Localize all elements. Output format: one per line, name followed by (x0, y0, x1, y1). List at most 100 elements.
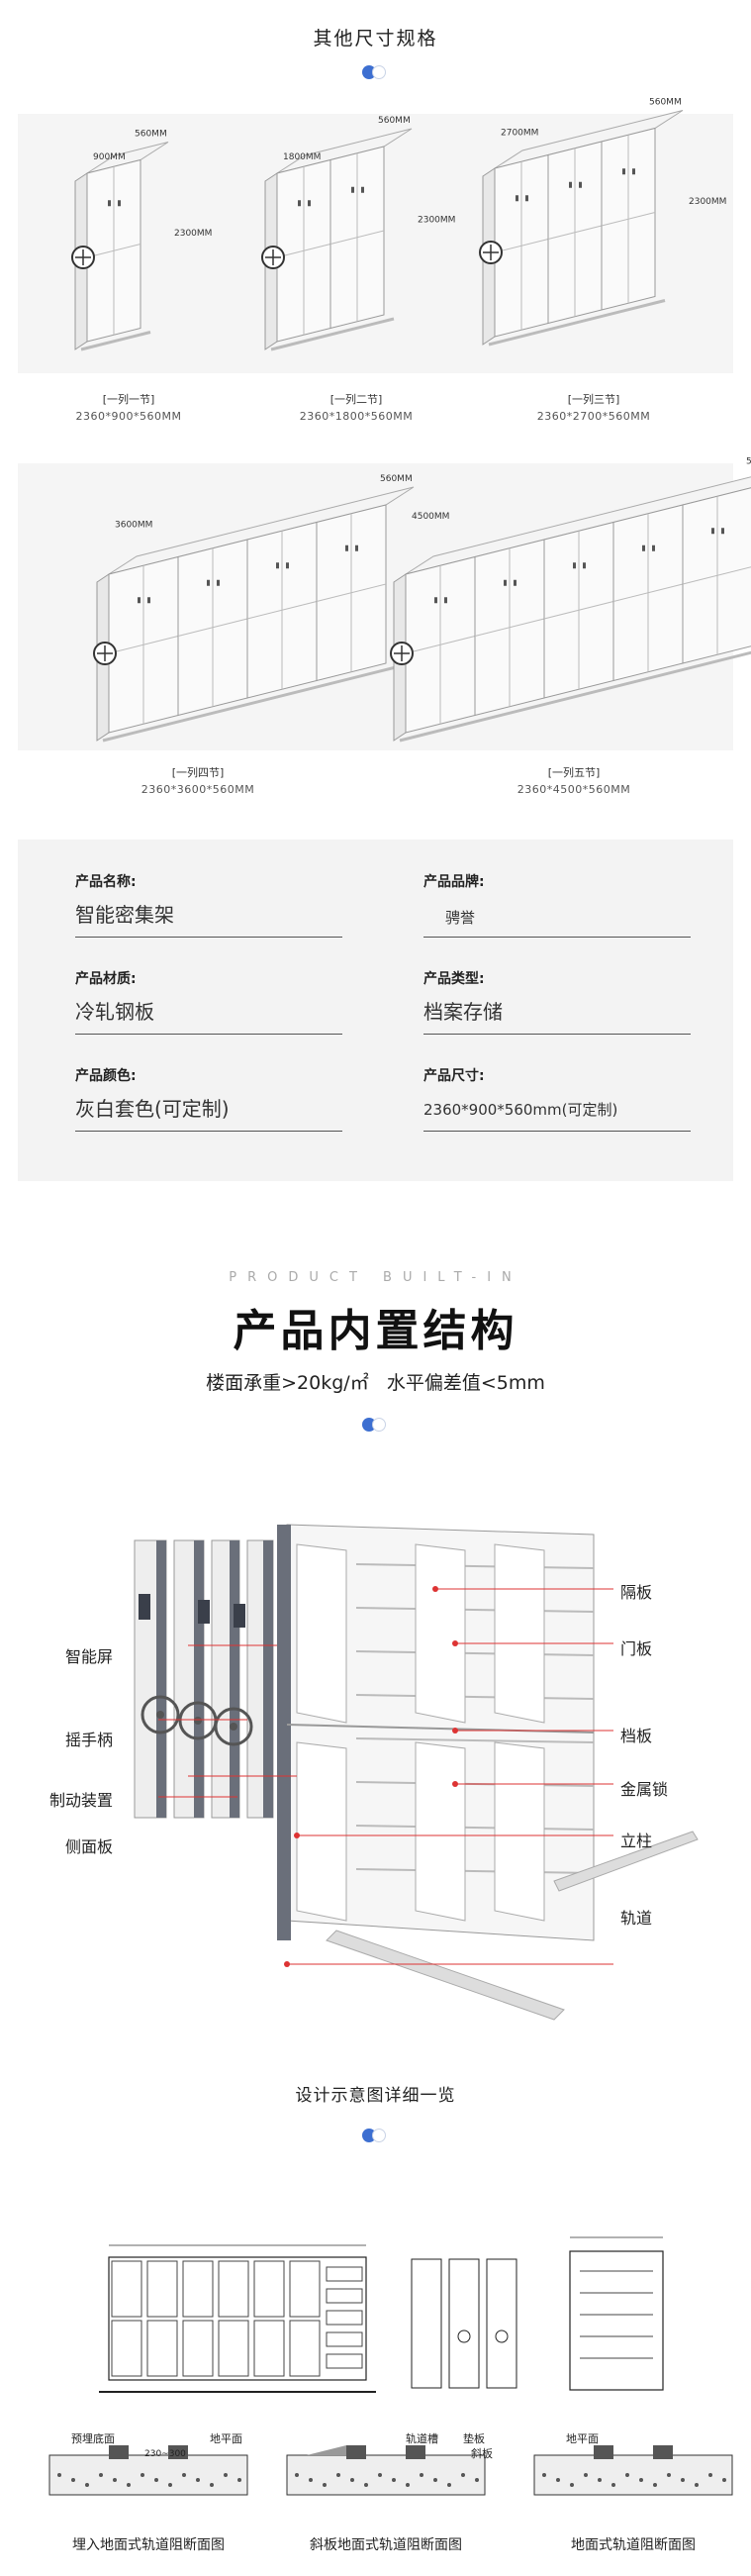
hand-crank-icon (141, 1695, 180, 1734)
size-label: 产品尺寸: (423, 1068, 485, 1084)
gravel-dot (224, 2473, 228, 2477)
callout-column: 立柱 (620, 1832, 653, 1850)
dim-depth: 560MM (378, 116, 411, 126)
gravel-dot (168, 2483, 172, 2487)
elevation-door (182, 2260, 214, 2318)
base-rail (488, 299, 666, 347)
gravel-dot (85, 2483, 89, 2487)
dim-depth: 560MM (135, 130, 167, 140)
cabinet-5: 4500MM560MM2200MM (390, 457, 751, 743)
lock-icon (579, 181, 582, 188)
size-value: 2360*900*560mm(可定制) (423, 1101, 618, 1119)
lock-icon (355, 545, 358, 551)
door-split (108, 636, 179, 654)
door-panel (494, 1741, 545, 1922)
cabinet-caption-size: 2360*3600*560MM (141, 783, 255, 796)
door-split (177, 618, 248, 637)
rail-label: 地平面 (210, 2432, 242, 2445)
rail-section (48, 2454, 248, 2496)
cabinet-caption-1: [一列一节] 2360*900*560MM (69, 391, 188, 423)
lock-icon (444, 597, 447, 604)
elevation-drawer (326, 2288, 363, 2304)
callout-hand-crank: 摇手柄 (65, 1731, 114, 1749)
color-label: 产品颜色: (75, 1068, 137, 1084)
door-split (86, 244, 141, 258)
material-label: 产品材质: (75, 971, 137, 987)
rail-label: 预埋底面 (71, 2432, 115, 2445)
elevation-front (108, 2256, 367, 2381)
dim-depth: 560MM (649, 98, 682, 108)
callout-rail: 轨道 (620, 1909, 653, 1928)
cabinet-caption-title: [一列三节] (567, 393, 620, 406)
dim-depth: 560MM (746, 457, 751, 467)
rail-caption-3: 地面式轨道阻断面图 (571, 2537, 696, 2553)
callout-shelf: 隔板 (620, 1583, 653, 1602)
lock-icon (632, 168, 635, 175)
cabinet-caption-size: 2360*2700*560MM (536, 410, 651, 423)
elevation-door (218, 2260, 249, 2318)
rail-icon (653, 2445, 673, 2459)
divider (75, 1034, 342, 1035)
lock-icon (504, 579, 507, 586)
gravel-dot (598, 2478, 602, 2482)
side-view (448, 2258, 480, 2389)
elevation-door (146, 2260, 178, 2318)
rail-caption-2: 斜板地面式轨道阻断面图 (310, 2537, 462, 2553)
hand-crank-hub (194, 1717, 202, 1725)
elevation-door (182, 2320, 214, 2377)
divider (75, 937, 342, 938)
elevation-door (146, 2320, 178, 2377)
lock-icon (652, 545, 655, 551)
rail-icon (406, 2445, 425, 2459)
color-value: 灰白套色(可定制) (75, 1097, 230, 1121)
dim-depth: 560MM (380, 474, 413, 484)
gravel-dot (433, 2478, 437, 2482)
design-title: 设计示意图详细一览 (295, 2086, 456, 2106)
gravel-dot (570, 2483, 574, 2487)
dim-width: 2700MM (501, 129, 538, 139)
door-split (494, 239, 549, 253)
rail-label: 230~300 (144, 2449, 186, 2459)
gravel-dot (323, 2483, 327, 2487)
gravel-dot (309, 2478, 313, 2482)
brand-label: 产品品牌: (423, 874, 485, 890)
gravel-dot (722, 2478, 726, 2482)
gravel-dot (447, 2483, 451, 2487)
lock-icon (622, 168, 625, 175)
elevation-door (253, 2320, 285, 2377)
lock-icon (286, 562, 289, 569)
callout-baffle: 档板 (620, 1727, 653, 1745)
lock-icon (573, 562, 576, 569)
gravel-dot (708, 2473, 712, 2477)
main-cabinet-side (277, 1525, 291, 1940)
door-split (329, 230, 385, 245)
callout-dot (452, 1781, 458, 1787)
gravel-dot (71, 2478, 75, 2482)
lock-icon (118, 200, 121, 207)
material-value: 冷轧钢板 (75, 1000, 154, 1024)
rail-icon (168, 2445, 188, 2459)
divider (423, 1131, 691, 1132)
elevation-drawer (326, 2266, 363, 2282)
side-view (411, 2258, 442, 2389)
door-split (276, 244, 331, 258)
rail-icon (594, 2445, 613, 2459)
lock-icon (138, 597, 141, 604)
smart-screen-icon (139, 1594, 150, 1620)
elevation-drawer (326, 2353, 363, 2369)
elevation-door (289, 2320, 321, 2377)
gravel-dot (406, 2483, 410, 2487)
lock-icon (516, 195, 518, 202)
cabinet-caption-3: [一列三节] 2360*2700*560MM (529, 391, 658, 423)
shelf-board (355, 1650, 595, 1656)
lock-icon (217, 579, 220, 586)
gravel-dot (154, 2478, 158, 2482)
door-panel (296, 1741, 347, 1922)
ramp-plate (307, 2445, 346, 2455)
callout-side-panel: 侧面板 (65, 1837, 114, 1856)
cabinet-caption-size: 2360*900*560MM (75, 410, 182, 423)
hand-crank-hub (156, 1711, 164, 1719)
gravel-dot (182, 2473, 186, 2477)
door-panel (415, 1543, 466, 1724)
lock-icon (108, 200, 111, 207)
